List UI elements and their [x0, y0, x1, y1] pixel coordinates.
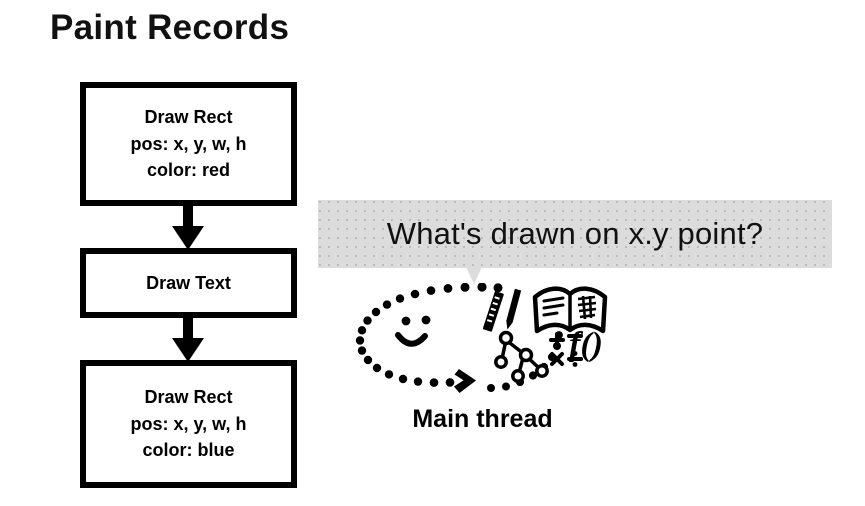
ruler-icon	[482, 291, 504, 332]
main-thread-label: Main thread	[412, 405, 553, 433]
math-operators-icon	[549, 332, 583, 367]
question-text: What's drawn on x.y point?	[386, 216, 764, 251]
paint-record-line: Draw Text	[146, 272, 231, 293]
open-book-icon	[532, 286, 608, 334]
paint-record-line: pos: x, y, w, h	[130, 133, 247, 154]
down-arrow-icon	[172, 318, 204, 362]
main-thread-illustration: f()	[355, 283, 610, 395]
dotted-oval-icon	[355, 283, 563, 392]
paint-record-line: color: red	[146, 160, 230, 181]
paint-record-line: Draw Rect	[144, 107, 233, 128]
node-tree-icon	[494, 330, 549, 383]
smiley-face-icon	[395, 315, 431, 347]
arrow-head	[172, 338, 204, 362]
arrow-head	[172, 226, 204, 250]
paint-record-box-draw-text: Draw Text	[80, 248, 297, 318]
paint-record-line: color: blue	[142, 440, 235, 461]
speech-bubble-tail-icon	[466, 267, 482, 284]
svg-text:f(): f()	[569, 326, 603, 363]
arrow-shaft	[183, 318, 193, 342]
question-speech-bubble: What's drawn on x.y point?	[318, 200, 832, 268]
chevron-arrow-icon	[454, 369, 476, 393]
pencil-icon	[506, 288, 522, 330]
page-title: Paint Records	[50, 8, 290, 47]
function-notation-icon: f()	[569, 326, 603, 363]
paint-record-box-draw-rect-blue: Draw Rect pos: x, y, w, h color: blue	[80, 360, 297, 488]
paint-record-line: pos: x, y, w, h	[130, 413, 247, 434]
arrow-shaft	[183, 206, 193, 230]
paint-record-box-draw-rect-red: Draw Rect pos: x, y, w, h color: red	[80, 82, 297, 206]
down-arrow-icon	[172, 206, 204, 250]
paint-record-line: Draw Rect	[144, 387, 233, 408]
